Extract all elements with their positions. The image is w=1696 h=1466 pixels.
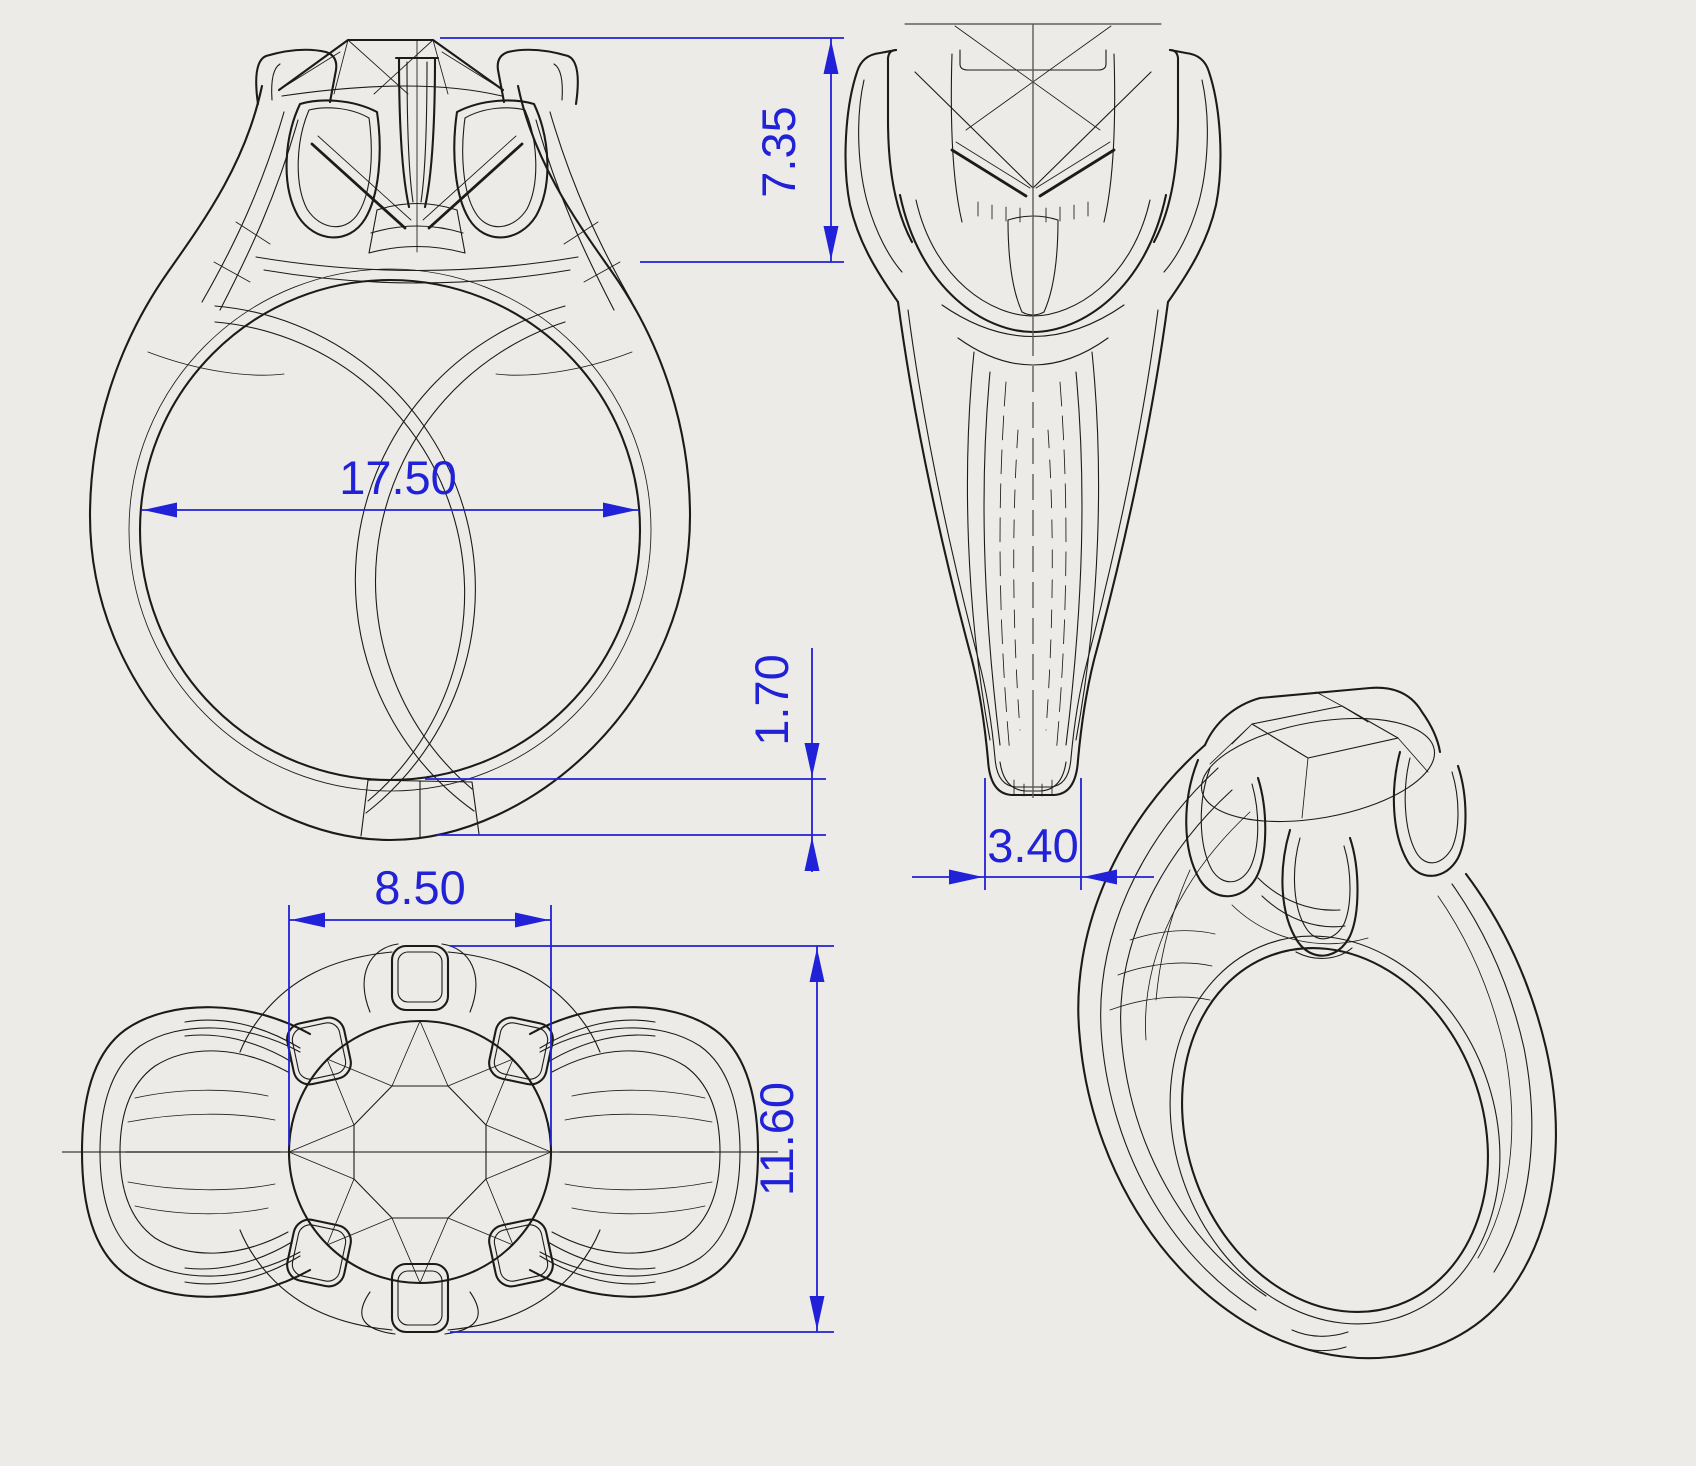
perspective-prong-right — [1392, 750, 1467, 877]
dimension-label-shank-width: 3.40 — [987, 819, 1078, 872]
right-gallery-opening — [453, 99, 549, 239]
dimension-shank-width: 3.40 — [912, 778, 1154, 890]
front-head — [255, 38, 579, 284]
right-lobe — [528, 1006, 760, 1298]
dimension-label-head-length: 11.60 — [750, 1082, 803, 1196]
dimension-band-thickness: 1.70 — [425, 648, 826, 872]
right-prong — [496, 48, 579, 106]
perspective-prong-front — [1281, 828, 1359, 957]
left-gallery-opening — [285, 99, 381, 239]
dimension-label-stone-diameter: 8.50 — [374, 861, 465, 914]
left-prong — [255, 48, 338, 106]
rail-circle — [128, 268, 652, 792]
dimension-label-head-height: 7.35 — [752, 106, 805, 197]
perspective-girdle — [1200, 717, 1436, 823]
dimension-head-length: 11.60 — [450, 945, 834, 1333]
center-prongs-top-view — [390, 944, 450, 1334]
perspective-prong-left — [1185, 758, 1267, 898]
left-lobe — [80, 1006, 312, 1298]
dimension-label-inner-diameter: 17.50 — [339, 451, 457, 504]
corner-prongs — [286, 1016, 554, 1288]
dimension-label-band-thickness: 1.70 — [745, 654, 798, 745]
front-view — [88, 38, 692, 842]
side-view — [844, 23, 1222, 798]
dimension-head-height: 7.35 — [440, 37, 844, 263]
outer-contour — [88, 84, 692, 842]
perspective-finger-hole — [1181, 946, 1489, 1314]
perspective-view — [1077, 686, 1557, 1360]
dimension-inner-diameter: 17.50 — [141, 451, 639, 518]
inner-circle — [138, 278, 642, 782]
dimension-stone-diameter: 8.50 — [288, 861, 552, 1145]
perspective-outer-band — [1077, 743, 1557, 1360]
top-view — [62, 943, 778, 1335]
